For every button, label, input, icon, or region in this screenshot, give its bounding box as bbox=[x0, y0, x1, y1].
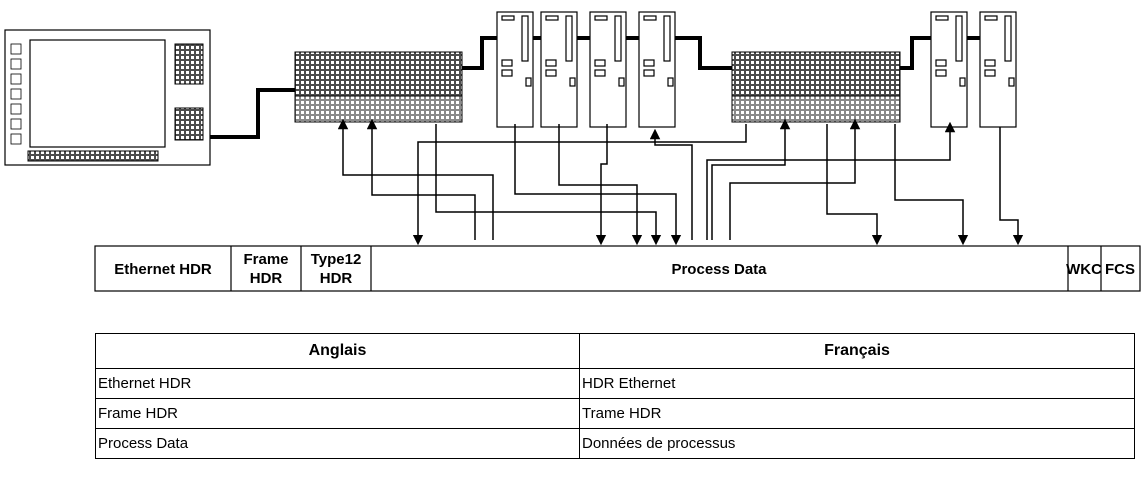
ethercat-cable bbox=[210, 36, 980, 139]
io-terminal-block-1 bbox=[294, 51, 463, 123]
table-cell-english: Ethernet HDR bbox=[95, 368, 580, 399]
io-terminal-block-2 bbox=[731, 51, 901, 123]
ethercat-frame: Ethernet HDR Frame HDR Type12 HDR Proces… bbox=[94, 245, 1141, 292]
drive-module-5 bbox=[930, 11, 968, 128]
frame-segment-frame-hdr-line2: HDR bbox=[250, 270, 283, 287]
table-cell-french: Données de processus bbox=[579, 428, 1135, 459]
table-cell-english: Frame HDR bbox=[95, 398, 580, 429]
table-cell-french: HDR Ethernet bbox=[579, 368, 1135, 399]
table-row: Ethernet HDR HDR Ethernet bbox=[95, 368, 1135, 399]
drive-module-3 bbox=[589, 11, 627, 128]
frame-segment-type12-hdr-line1: Type12 bbox=[311, 251, 362, 268]
frame-segment-wkc: WKC bbox=[1066, 261, 1102, 278]
table-header-row: Anglais Français bbox=[95, 333, 1135, 369]
column-header-french: Français bbox=[579, 333, 1135, 369]
process-data-mapping-arrows bbox=[337, 118, 1024, 246]
frame-segment-process-data: Process Data bbox=[671, 261, 767, 278]
hmi-controller-icon bbox=[4, 29, 211, 166]
frame-segment-fcs: FCS bbox=[1105, 261, 1135, 278]
translation-table: Anglais Français Ethernet HDR HDR Ethern… bbox=[95, 333, 1135, 459]
drive-module-1 bbox=[496, 11, 534, 128]
frame-segment-ethernet-hdr: Ethernet HDR bbox=[114, 261, 212, 278]
drive-module-2 bbox=[540, 11, 578, 128]
ethercat-frame-diagram: Ethernet HDR Frame HDR Type12 HDR Proces… bbox=[4, 11, 1141, 292]
table-cell-english: Process Data bbox=[95, 428, 580, 459]
frame-segment-type12-hdr-line2: HDR bbox=[320, 270, 353, 287]
drive-module-6 bbox=[979, 11, 1017, 128]
column-header-english: Anglais bbox=[95, 333, 580, 369]
drive-module-4 bbox=[638, 11, 676, 128]
frame-segment-frame-hdr-line1: Frame bbox=[243, 251, 288, 268]
table-row: Frame HDR Trame HDR bbox=[95, 398, 1135, 429]
table-row: Process Data Données de processus bbox=[95, 428, 1135, 459]
table-cell-french: Trame HDR bbox=[579, 398, 1135, 429]
